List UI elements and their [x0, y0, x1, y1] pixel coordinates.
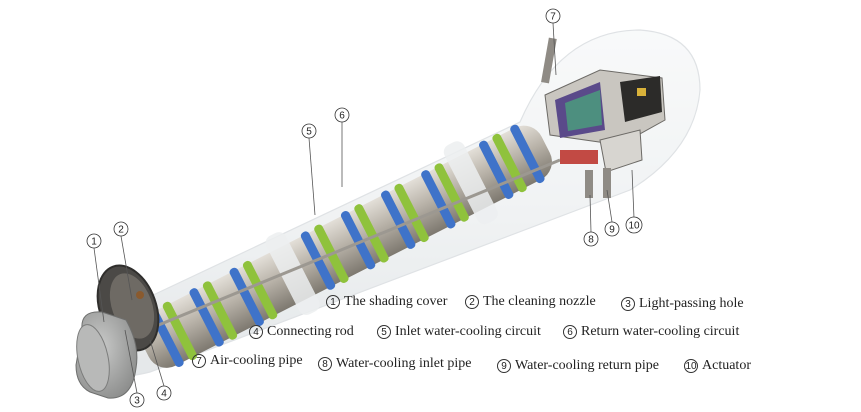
legend-number: 8: [318, 357, 332, 371]
return-coil: [434, 163, 469, 222]
support-ring: [265, 232, 320, 315]
inlet-coil: [381, 190, 416, 249]
legend-number: 3: [621, 297, 635, 311]
callout-6: 6: [334, 107, 350, 123]
legend-item-cleaning-nozzle: 2 The cleaning nozzle: [465, 294, 596, 310]
legend-number: 1: [326, 295, 340, 309]
legend-number: 5: [377, 325, 391, 339]
legend-item-shading-cover: 1 The shading cover: [326, 294, 447, 310]
inlet-coil: [229, 267, 264, 327]
callout-8: 8: [583, 231, 599, 247]
legend-number: 7: [192, 354, 206, 368]
inlet-coil: [189, 288, 224, 347]
legend-label: Water-cooling inlet pipe: [336, 356, 472, 371]
legend-item-actuator: 10 Actuator: [684, 358, 751, 374]
legend-label: Actuator: [702, 358, 751, 373]
red-valve: [560, 150, 598, 164]
callout-9: 9: [604, 221, 620, 237]
legend-label: Light-passing hole: [639, 296, 744, 311]
inlet-coil: [479, 140, 514, 199]
legend-label: Water-cooling return pipe: [515, 358, 659, 373]
inlet-coil: [340, 210, 376, 270]
legend-item-water-cooling-return: 9 Water-cooling return pipe: [497, 358, 659, 374]
legend-number: 6: [563, 325, 577, 339]
inlet-coil: [421, 170, 456, 229]
svg-text:5: 5: [306, 127, 312, 138]
svg-text:3: 3: [134, 396, 140, 407]
svg-text:9: 9: [609, 225, 615, 236]
svg-text:8: 8: [588, 235, 594, 246]
callout-10: 10: [625, 216, 643, 234]
callout-2: 2: [113, 221, 129, 237]
legend-label: Air-cooling pipe: [210, 353, 303, 368]
return-coil: [354, 204, 389, 263]
legend-label: Connecting rod: [267, 324, 354, 339]
connecting-rod: [109, 158, 561, 347]
svg-text:2: 2: [118, 225, 124, 236]
legend-label: The shading cover: [344, 294, 448, 309]
svg-text:4: 4: [161, 389, 167, 400]
callout-7: 7: [545, 8, 561, 24]
svg-text:6: 6: [339, 111, 345, 122]
return-coil: [242, 260, 278, 320]
legend-item-inlet-water-cooling: 5 Inlet water-cooling circuit: [377, 324, 541, 340]
legend-label: The cleaning nozzle: [483, 294, 596, 309]
svg-text:10: 10: [628, 221, 640, 232]
return-pipe: [603, 168, 611, 198]
callout-1: 1: [86, 233, 102, 249]
legend-number: 10: [684, 359, 698, 373]
legend-number: 4: [249, 325, 263, 339]
support-ring: [443, 141, 498, 225]
inlet-pipe: [585, 170, 593, 198]
legend-item-water-cooling-inlet: 8 Water-cooling inlet pipe: [318, 356, 471, 372]
leader-lines: [93, 22, 635, 394]
legend-item-return-water-cooling: 6 Return water-cooling circuit: [563, 324, 739, 340]
callout-4: 4: [156, 385, 172, 401]
return-coil: [162, 301, 198, 361]
air-cooling-pipe: [541, 37, 557, 84]
legend-number: 2: [465, 295, 479, 309]
svg-text:1: 1: [91, 237, 97, 248]
legend-label: Inlet water-cooling circuit: [395, 324, 541, 339]
return-coil: [202, 281, 238, 340]
legend-number: 9: [497, 359, 511, 373]
cleaning-nozzle-icon: [136, 291, 144, 299]
svg-text:7: 7: [550, 12, 556, 23]
shading-cover: [75, 311, 138, 399]
actuator-block: [599, 129, 643, 173]
return-coil: [394, 183, 429, 243]
callout-3: 3: [129, 392, 145, 408]
legend-label: Return water-cooling circuit: [581, 324, 740, 339]
legend-item-connecting-rod: 4 Connecting rod: [249, 324, 354, 340]
legend-item-air-cooling-pipe: 7 Air-cooling pipe: [192, 353, 303, 369]
camera-assembly: [541, 37, 666, 198]
callout-5: 5: [301, 123, 317, 139]
legend-item-light-passing-hole: 3 Light-passing hole: [621, 296, 744, 312]
